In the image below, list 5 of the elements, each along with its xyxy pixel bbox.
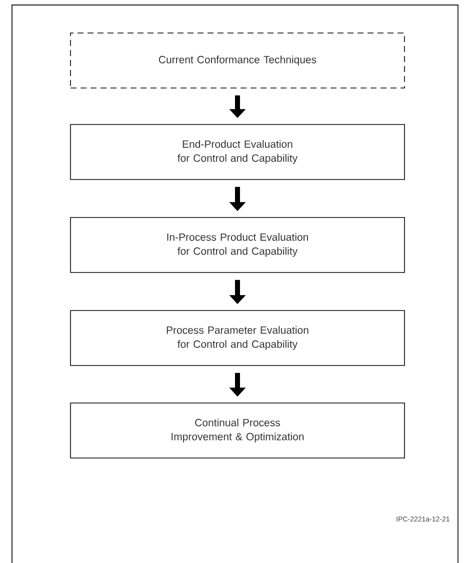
process-box: Continual Process Improvement & Optimization — [70, 402, 405, 458]
process-box: Current Conformance Techniques — [70, 32, 405, 88]
process-box: Process Parameter Evaluation for Control and Capability — [70, 310, 405, 366]
process-box: In-Process Product Evaluation for Control and Capability — [70, 217, 405, 273]
process-box: End-Product Evaluation for Control and Capability — [70, 124, 405, 180]
